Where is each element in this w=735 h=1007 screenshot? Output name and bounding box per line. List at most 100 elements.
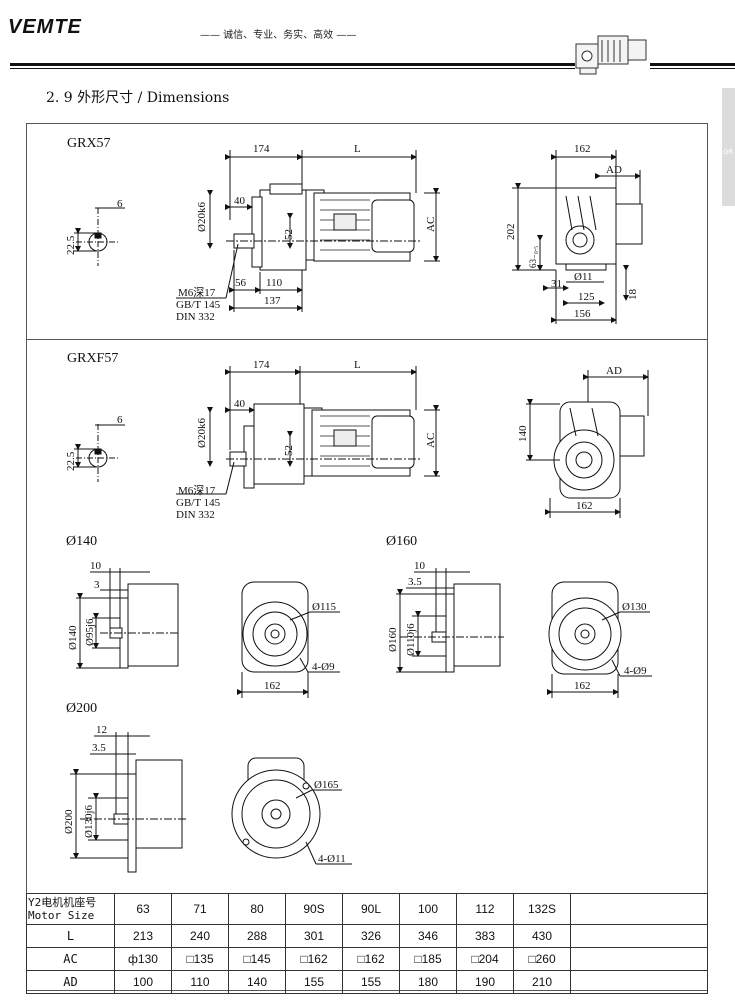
header-rule — [10, 63, 575, 66]
grx57-dim-125: 125 — [578, 291, 595, 303]
grxf57-shaft-section — [74, 424, 125, 482]
flange140-holes: 4-Ø9 — [312, 661, 335, 673]
table-size-cell: 90S — [285, 893, 343, 925]
grxf57-front-view — [553, 401, 645, 499]
grx57-dim-63: 63₋₀.₅ — [528, 246, 538, 268]
table-size-cell: 71 — [171, 893, 229, 925]
grx57-shaft-dia: Ø20k6 — [196, 202, 208, 232]
table-header-label: Y2电机机座号 Motor Size — [26, 893, 115, 925]
grx57-shaft-section — [74, 207, 125, 266]
flange160-dim-dia130: Ø130 — [622, 601, 647, 613]
flange140-dim-3: 3 — [94, 579, 100, 591]
table-row-size: Y2电机机座号 Motor Size 63 71 80 90S 90L 100 … — [26, 893, 708, 925]
table-empty-cell — [570, 924, 708, 948]
grx57-drawing: GRX57 6 22.5 — [65, 136, 643, 324]
grxf57-dim-174: 174 — [253, 359, 270, 371]
table-cell: 155 — [342, 970, 400, 994]
grx57-dim-22-5: 22.5 — [65, 235, 77, 255]
header-rule-right — [650, 63, 735, 66]
grx57-dim-AC: AC — [425, 217, 437, 232]
table-cell: 100 — [114, 970, 172, 994]
grx57-dim-18: 18 — [627, 289, 639, 301]
table-header-cn: Y2电机机座号 — [28, 896, 97, 909]
table-size-cell: 100 — [399, 893, 457, 925]
grx57-dim-202: 202 — [505, 224, 517, 241]
flange140-side-view — [100, 583, 180, 669]
table-empty-cell — [570, 947, 708, 971]
table-empty-cell — [570, 893, 708, 925]
flange160-dim-3-5: 3.5 — [408, 576, 422, 588]
grx57-side-dims — [176, 150, 440, 312]
table-empty-cell — [570, 970, 708, 994]
flange200-holes: 4-Ø11 — [318, 853, 346, 865]
grx57-dim-31: 31 — [551, 278, 562, 290]
grxf57-title: GRXF57 — [67, 351, 118, 366]
table-cell: 190 — [456, 970, 514, 994]
gearmotor-thumbnail-icon — [575, 35, 647, 75]
table-row: AC ф130 □135 □145 □162 □162 □185 □204 □2… — [26, 947, 708, 971]
flange200-dim-dia130: Ø130j6 — [83, 805, 95, 839]
grxf57-side-view — [226, 403, 420, 489]
grx57-front-view — [555, 187, 643, 271]
side-index-tab[interactable]: GR — [722, 88, 735, 206]
flange140-dim-dia140: Ø140 — [67, 625, 79, 650]
grxf57-dim-6: 6 — [117, 414, 123, 426]
flange160-title: Ø160 — [386, 534, 417, 549]
table-cell: □145 — [228, 947, 286, 971]
flange200-dim-12: 12 — [96, 724, 107, 736]
table-size-cell: 63 — [114, 893, 172, 925]
motor-size-table: Y2电机机座号 Motor Size 63 71 80 90S 90L 100 … — [26, 893, 708, 994]
grx57-front-dims — [512, 150, 641, 324]
brand-logo: VEMTE — [8, 16, 82, 38]
flange200-dim-dia200: Ø200 — [63, 809, 75, 834]
frame-divider — [26, 339, 708, 340]
flange200-side-view — [80, 759, 186, 873]
table-cell: 180 — [399, 970, 457, 994]
flange140-dim-10: 10 — [90, 560, 102, 572]
grxf57-m6-note: M6深17 — [178, 484, 216, 497]
flange140-front-view — [241, 581, 309, 673]
table-cell: 140 — [228, 970, 286, 994]
flange160-holes: 4-Ø9 — [624, 665, 647, 677]
section-title: 2. 9 外形尺寸 / Dimensions — [46, 90, 230, 106]
flange140-dim-162: 162 — [264, 680, 281, 692]
table-cell: □162 — [285, 947, 343, 971]
grxf57-shaft-dia: Ø20k6 — [196, 418, 208, 448]
table-cell: □204 — [456, 947, 514, 971]
table-cell: 346 — [399, 924, 457, 948]
grxf57-gb-note: GB/T 145 — [176, 497, 221, 509]
flange160-dim-162: 162 — [574, 680, 591, 692]
table-cell: □162 — [342, 947, 400, 971]
grx57-title: GRX57 — [67, 136, 111, 151]
flange160-front-view — [548, 581, 622, 675]
grx57-dim-174: 174 — [253, 143, 270, 155]
grxf57-dim-AD: AD — [606, 365, 622, 377]
grxf57-side-dims — [176, 366, 440, 495]
table-size-cell: 132S — [513, 893, 571, 925]
grx57-dim-162: 162 — [574, 143, 591, 155]
side-tab-label: GR — [723, 148, 734, 156]
grxf57-drawing: GRXF57 6 22.5 — [65, 351, 649, 521]
table-row: L 213 240 288 301 326 346 383 430 — [26, 924, 708, 948]
flange140-dim-dia115: Ø115 — [312, 601, 337, 613]
grx57-gb-note: GB/T 145 — [176, 299, 221, 311]
header-rule-thin — [10, 68, 575, 69]
flange160-drawing: Ø160 10 3.5 Ø160 Ø110j6 — [386, 534, 652, 698]
flange200-title: Ø200 — [66, 701, 97, 716]
table-row-label: AC — [26, 947, 115, 971]
table-cell: □260 — [513, 947, 571, 971]
table-cell: ф130 — [114, 947, 172, 971]
flange200-front-view — [231, 757, 321, 859]
slogan: —— 诚信、专业、务实、高效 —— — [200, 30, 357, 41]
grx57-dim-L: L — [354, 143, 361, 155]
table-cell: 110 — [171, 970, 229, 994]
table-row-label: L — [26, 924, 115, 948]
header-rule-right-thin — [650, 68, 735, 69]
table-size-cell: 80 — [228, 893, 286, 925]
grxf57-din-note: DIN 332 — [176, 509, 215, 521]
grx57-dim-56: 56 — [235, 277, 247, 289]
flange200-dim-3-5: 3.5 — [92, 742, 106, 754]
table-row-label: AD — [26, 970, 115, 994]
grx57-m6-note: M6深17 — [178, 286, 216, 299]
